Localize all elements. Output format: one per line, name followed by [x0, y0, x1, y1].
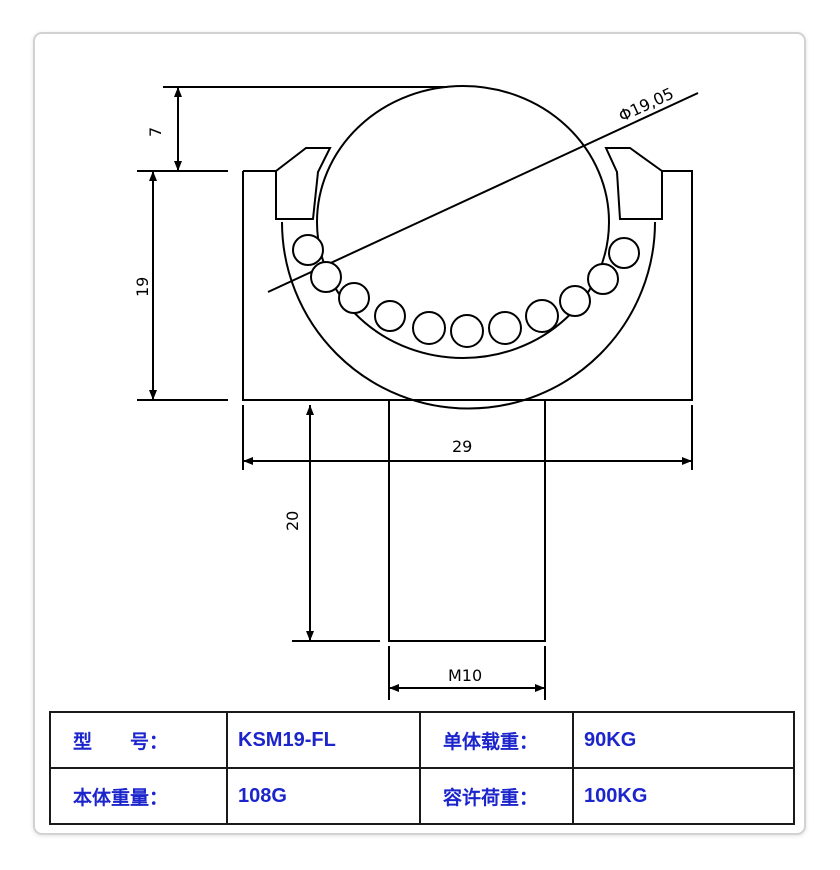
right-lip	[604, 147, 663, 220]
stem	[388, 399, 546, 642]
bearing-ball	[587, 263, 619, 295]
unit-load-value: 90KG	[572, 711, 795, 769]
model-label: 型 号：	[49, 711, 228, 769]
bearing-ball	[488, 311, 522, 345]
left-lip	[275, 147, 332, 220]
table-row: 本体重量： 108G 容许荷重： 100KG	[49, 767, 795, 825]
model-value: KSM19-FL	[226, 711, 421, 769]
weight-value: 108G	[226, 767, 421, 825]
unit-load-label: 单体载重：	[419, 711, 574, 769]
diameter-label: Φ19,05	[616, 84, 677, 126]
body-width-label: 29	[452, 437, 472, 456]
main-ball	[316, 85, 610, 359]
allowable-load-value: 100KG	[572, 767, 795, 825]
arrowheads	[149, 87, 692, 692]
body-height-label: 19	[133, 277, 152, 297]
table-row: 型 号： KSM19-FL 单体载重： 90KG	[49, 711, 795, 769]
stem-length-label: 20	[283, 511, 302, 531]
bearing-ball	[412, 311, 446, 345]
bearing-balls	[292, 234, 640, 348]
bearing-ball	[525, 299, 559, 333]
bearing-ball	[608, 237, 640, 269]
top-offset-label: 7	[146, 127, 165, 137]
housing-body	[242, 170, 693, 401]
bearing-ball	[450, 314, 484, 348]
bearing-ball	[559, 285, 591, 317]
bearing-ball	[310, 261, 342, 293]
diameter-line	[267, 92, 699, 293]
bearing-ball	[338, 282, 370, 314]
bearing-ball	[374, 300, 406, 332]
spec-table: 型 号： KSM19-FL 单体载重： 90KG 本体重量： 108G 容许荷重…	[49, 711, 795, 825]
bearing-ball	[292, 234, 324, 266]
weight-label: 本体重量：	[49, 767, 228, 825]
allowable-load-label: 容许荷重：	[419, 767, 574, 825]
thread-label: M10	[448, 666, 482, 685]
ball-cup	[281, 221, 656, 410]
